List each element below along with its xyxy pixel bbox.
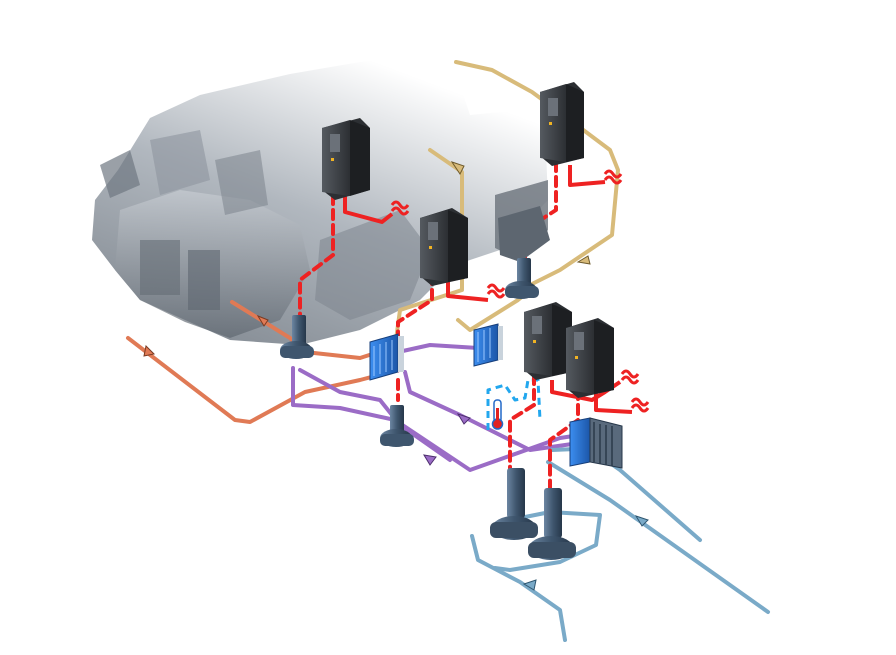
pump-sea-water-1 (490, 468, 538, 540)
vfd-drive-1 (322, 118, 370, 200)
motor-cable-icons (390, 169, 650, 413)
motor-cables (343, 165, 633, 414)
engine-cooling-arrow-1 (256, 314, 269, 327)
vfd-drive-5 (566, 318, 614, 398)
vfd-drive-2 (420, 208, 468, 286)
heat-exchanger-2 (473, 323, 503, 367)
temperature-sensor (491, 399, 504, 430)
motor-cable-icon-3 (603, 169, 623, 185)
intercooler-arrow-1 (423, 454, 437, 466)
pump-intercooler (380, 405, 414, 447)
pump-hot-water (498, 206, 550, 299)
control-signal-line (486, 378, 542, 430)
intercooler-arrow-2 (456, 413, 471, 425)
sea-water-arrow-1 (634, 515, 649, 527)
engine-cooling-arrow-2 (143, 344, 156, 357)
pump-sea-water-2 (528, 488, 576, 560)
heat-exchanger-1 (369, 333, 404, 381)
motor-cable-icon-4 (620, 369, 640, 385)
engine (92, 58, 548, 345)
sea-water-arrow-2 (522, 579, 537, 591)
pump-engine-cooling (280, 315, 314, 359)
vfd-drive-3 (540, 82, 584, 166)
heat-exchanger-3 (569, 417, 623, 469)
hot-water-arrow-1 (450, 161, 465, 175)
motor-cable-icon-1 (390, 200, 410, 216)
motor-cable-icon-5 (630, 397, 650, 413)
motor-cable-icon-2 (486, 283, 506, 299)
hot-water-arrow-2 (576, 255, 591, 265)
vfd-drive-4 (524, 302, 572, 380)
